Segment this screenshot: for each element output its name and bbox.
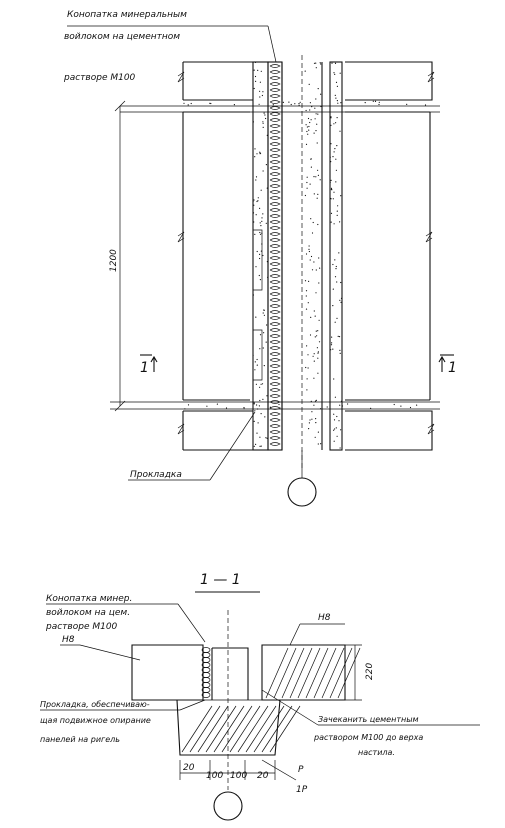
- dim-bottom-1: 20: [183, 763, 195, 773]
- axis-bubble-section: [213, 791, 243, 821]
- dim-bottom-4: 20: [257, 771, 269, 781]
- plan-note-caulking-line3: растворе М100: [63, 73, 136, 83]
- section-note-grout-2: раствором М100 до верха: [313, 733, 423, 742]
- section-title: 1 — 1: [200, 572, 241, 588]
- section-note-caulking-3: растворе М100: [45, 622, 118, 632]
- section-dimension-220: 220: [365, 663, 375, 680]
- plan-note-caulking-line1: Конопатка минеральным: [67, 10, 187, 20]
- plan-view: Конопатка минеральным войлоком на цемент…: [63, 10, 457, 507]
- section-mark-right: 1: [448, 360, 457, 376]
- section-note-gasket-1: Прокладка, обеспечиваю-: [40, 700, 150, 709]
- section-view: 1 — 1 Конопатка минер. войлоком на цем. …: [40, 572, 480, 821]
- dim-bottom-2: 100: [206, 771, 223, 781]
- section-hatch: [181, 647, 361, 753]
- section-note-caulking-2: войлоком на цем.: [46, 608, 130, 618]
- dim-bottom-3: 100: [230, 771, 247, 781]
- plan-note-caulking-line2: войлоком на цементном: [64, 32, 180, 42]
- plan-dimension-1200: 1200: [109, 249, 119, 272]
- section-caulking-coil: [201, 647, 211, 698]
- plan-gasket-label: Прокладка: [130, 470, 182, 480]
- axis-bubble-plan: [287, 477, 317, 507]
- concrete-speckle: [183, 61, 427, 449]
- section-note-gasket-2: щая подвижное опирание: [40, 716, 151, 725]
- section-mark-n8-right: Н8: [318, 613, 331, 623]
- section-note-gasket-3: панелей на ригель: [40, 735, 120, 744]
- section-mark-left: 1: [140, 360, 149, 376]
- section-note-grout-1: Зачеканить цементным: [318, 715, 419, 724]
- section-mark-n8-left: Н8: [62, 635, 75, 645]
- label-1p: 1Р: [296, 785, 308, 795]
- label-p: Р: [298, 765, 304, 775]
- caulking-pattern: [269, 64, 281, 446]
- section-note-caulking-1: Конопатка минер.: [46, 594, 132, 604]
- section-note-grout-3: настила.: [358, 748, 395, 757]
